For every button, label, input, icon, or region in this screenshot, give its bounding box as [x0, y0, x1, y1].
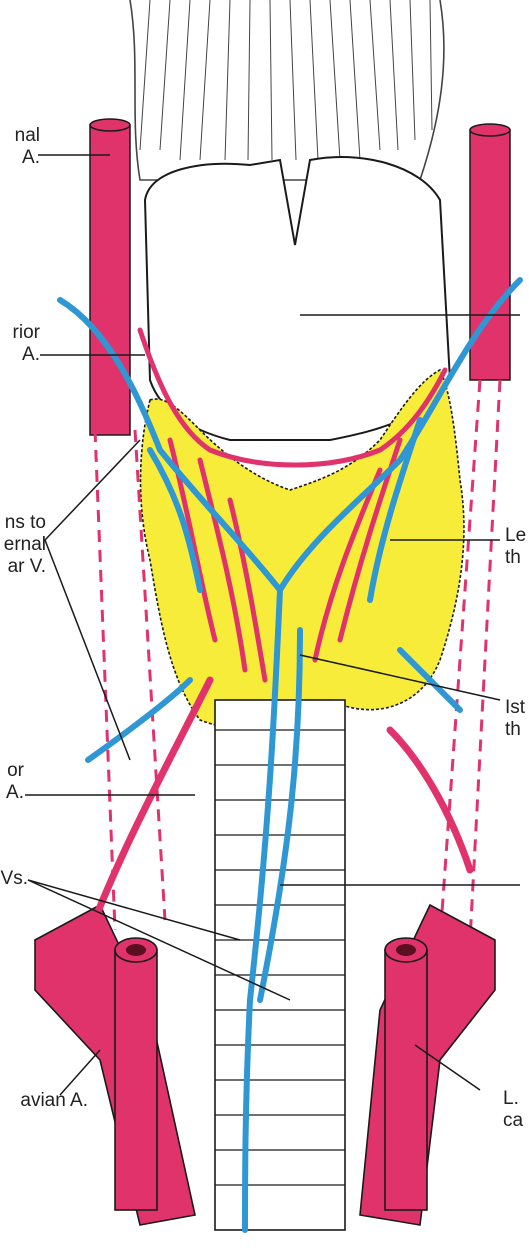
- label-inferior-thyroid-veins: Vs.: [0, 868, 28, 890]
- left-vessel-lumen: [126, 944, 146, 956]
- label-veins-to-internal-jugular: ns to ernal ar V.: [0, 512, 46, 578]
- label-line: Vs.: [0, 868, 28, 890]
- external-carotid-right: [470, 124, 510, 380]
- label-line: Ist: [505, 697, 525, 719]
- right-vessels-bottom: [360, 905, 495, 1225]
- label-line: L.: [503, 1088, 523, 1110]
- label-line: rior: [0, 322, 40, 344]
- label-line: A.: [0, 344, 40, 366]
- label-line: ca: [503, 1110, 523, 1132]
- trachea: [215, 700, 345, 1230]
- label-line: ar V.: [0, 556, 46, 578]
- external-carotid-left: [90, 119, 130, 435]
- label-line: th: [505, 547, 526, 569]
- label-subclavian-artery: avian A.: [0, 1090, 88, 1112]
- strap-muscles: [130, 0, 444, 180]
- left-vessels-bottom: [35, 905, 195, 1225]
- label-isthmus-thyroid: Ist th: [505, 697, 525, 741]
- label-line: th: [505, 719, 525, 741]
- thyroid-cartilage: [145, 157, 450, 440]
- label-external-carotid: nal A.: [0, 125, 40, 169]
- label-line: avian A.: [0, 1090, 88, 1112]
- label-line: or: [0, 760, 24, 782]
- label-left-common-carotid: L. ca: [503, 1088, 523, 1132]
- label-line: A.: [0, 782, 24, 804]
- right-vessel-lumen: [396, 944, 416, 956]
- label-line: ns to: [0, 512, 46, 534]
- label-line: nal: [0, 125, 40, 147]
- label-line: A.: [0, 147, 40, 169]
- label-superior-thyroid-artery: rior A.: [0, 322, 40, 366]
- label-line: ernal: [0, 534, 46, 556]
- label-inferior-thyroid-artery: or A.: [0, 760, 24, 804]
- label-line: Le: [505, 525, 526, 547]
- label-left-lobe-thyroid: Le th: [505, 525, 526, 569]
